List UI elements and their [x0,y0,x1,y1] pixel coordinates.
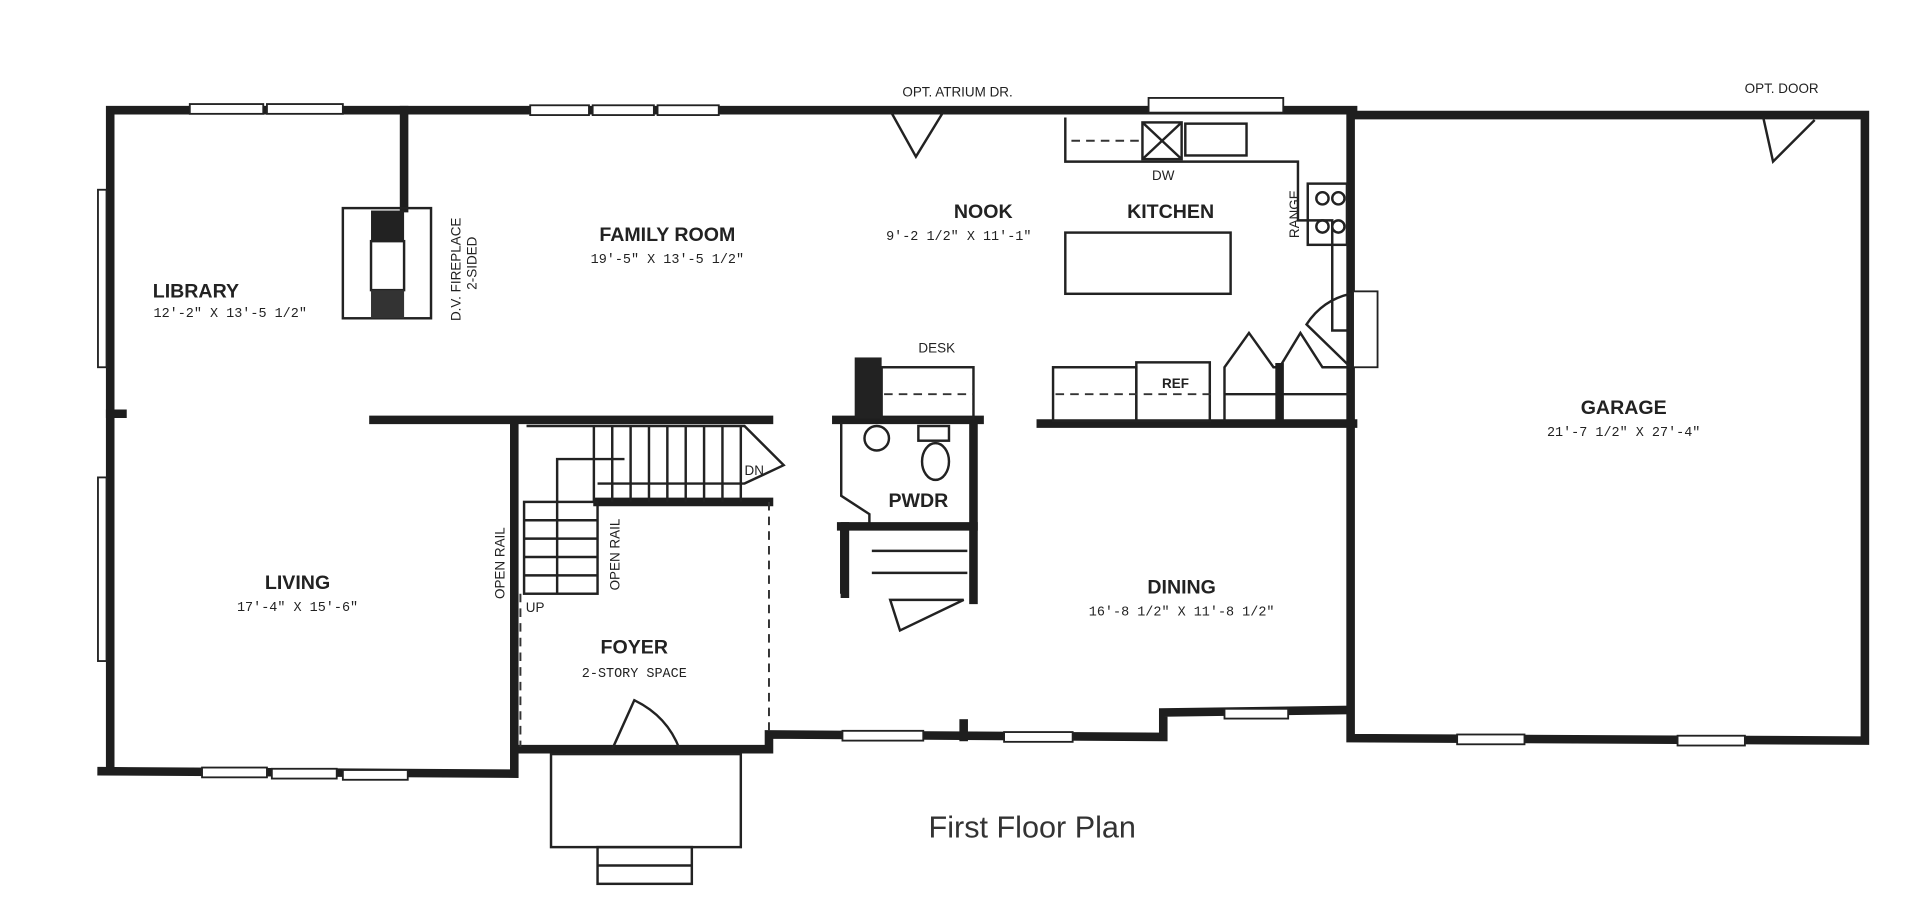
kitchen-island [1064,231,1232,296]
room-name-library: LIBRARY [153,280,239,302]
doors [611,111,1816,750]
exterior-walls [97,105,1870,778]
kitchen-fixtures [1051,117,1351,426]
toilet [920,441,951,482]
ref-label: REF [1162,376,1189,391]
dw-label: DW [1152,168,1175,183]
opt-door-label: OPT. DOOR [1745,81,1819,96]
open-rail-right-label: OPEN RAIL [608,518,623,590]
desk-pillar [854,357,882,419]
room-size-dining: 16'-8 1/2" X 11'-8 1/2" [1089,606,1275,621]
front-door-swing [611,698,681,750]
room-size-family-room: 19'-5" X 13'-5 1/2" [591,253,744,268]
room-name-foyer: FOYER [601,637,668,659]
open-rail-left-label: OPEN RAIL [492,527,507,599]
desk [880,366,975,420]
closet-door-swing [888,598,965,633]
stair-up-label: UP [526,600,545,615]
room-size-living: 17'-4" X 15'-6" [237,601,358,616]
powder-sink [863,424,891,452]
sink [1184,122,1248,157]
stair-dn-label: DN [745,463,764,478]
room-name-garage: GARAGE [1581,397,1667,419]
fireplace-label-2: 2-SIDED [464,236,479,289]
room-name-nook: NOOK [954,201,1013,223]
room-size-library: 12'-2" X 13'-5 1/2" [153,307,306,322]
desk-label: DESK [918,341,955,356]
fireplace [341,206,433,320]
windows [97,97,1746,781]
fireplace-label-1: D.V. FIREPLACE [448,218,463,321]
refrigerator [1135,361,1212,423]
dishwasher [1141,121,1183,161]
room-size-foyer: 2-STORY SPACE [582,667,687,682]
room-name-powder: PWDR [888,490,948,512]
room-name-family-room: FAMILY ROOM [599,224,735,246]
atrium-door-swing [890,111,944,160]
room-name-dining: DINING [1147,577,1216,599]
room-name-living: LIVING [265,572,330,594]
room-name-kitchen: KITCHEN [1127,201,1214,223]
range [1306,182,1349,247]
range-label: RANGE [1287,190,1302,238]
atrium-door-label: OPT. ATRIUM DR. [902,85,1012,100]
room-size-garage: 21'-7 1/2" X 27'-4" [1547,426,1700,441]
garage-opt-door-swing [1762,117,1816,165]
room-size-nook: 9'-2 1/2" X 11'-1" [886,230,1031,245]
staircase [519,424,786,747]
desk-pwdr-fixtures [863,366,975,575]
plan-title: First Floor Plan [929,810,1136,844]
front-porch [549,752,743,886]
